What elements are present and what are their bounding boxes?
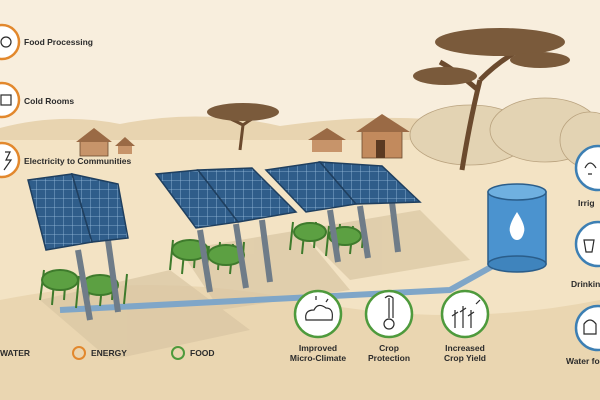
energy-legend-swatch: [72, 346, 86, 360]
benefit-crop-yield-line1: Increased: [445, 343, 485, 353]
micro-climate-icon: [305, 296, 333, 321]
left-item-cold-rooms: Cold Rooms: [24, 96, 75, 106]
benefit-micro-climate-line2: Micro-Climate: [289, 353, 347, 363]
crops: [39, 221, 365, 309]
huts: [76, 114, 410, 159]
right-item-drinking: Drinkin: [571, 279, 600, 289]
left-item-electricity: Electricity to Communities: [24, 156, 132, 166]
benefit-micro-climate: Improved Micro-Climate: [288, 343, 348, 363]
cold-room-icon: [0, 94, 12, 106]
benefit-crop-yield-line2: Crop Yield: [443, 353, 487, 363]
left-item-food-processing: Food Processing: [24, 37, 93, 47]
legend-water: WATER: [0, 348, 31, 358]
water-pipe: [59, 259, 502, 313]
thermometer-icon: [383, 295, 395, 330]
legend-energy: ENERGY: [91, 348, 127, 358]
benefit-crop-protection-line1: Crop: [379, 343, 399, 353]
water-tank: [487, 183, 547, 273]
legend-food: FOOD: [190, 348, 215, 358]
benefit-crop-protection: Crop Protection: [359, 343, 419, 363]
right-item-water-for: Water fo: [566, 356, 600, 366]
food-legend-swatch: [171, 346, 185, 360]
acacia-tree-large: [413, 28, 570, 171]
drinking-water-icon: [583, 239, 595, 253]
benefit-crop-yield: Increased Crop Yield: [435, 343, 495, 363]
right-item-irrigation: Irrig: [578, 198, 595, 208]
benefit-micro-climate-line1: Improved: [298, 343, 338, 353]
solar-array-2: [154, 167, 298, 293]
right-icon-circles: [574, 144, 600, 352]
crop-yield-icon: [451, 299, 481, 328]
acacia-tree-small: [207, 103, 279, 151]
bottom-icon-circles: [293, 289, 490, 339]
electricity-icon: [3, 151, 13, 171]
water-drop-icon: [509, 212, 525, 240]
livestock-water-icon: [583, 319, 597, 335]
bushes: [409, 97, 600, 169]
benefit-crop-protection-line2: Protection: [367, 353, 411, 363]
irrigation-icon: [584, 162, 597, 175]
solar-array-1: [27, 172, 129, 321]
solar-array-3: [264, 161, 422, 263]
food-processing-icon: [0, 36, 12, 48]
